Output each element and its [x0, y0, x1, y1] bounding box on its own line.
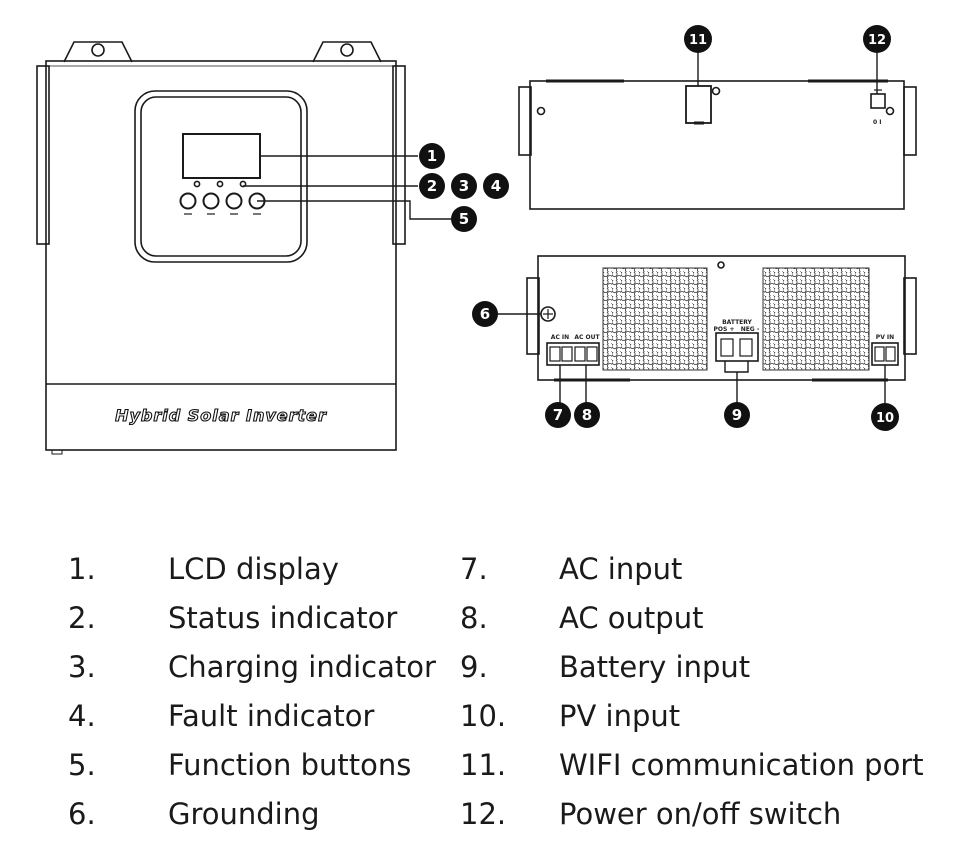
pv-in-label: PV IN: [876, 334, 894, 341]
front-panel: [45, 60, 397, 451]
legend-item: 10. PV input: [460, 692, 924, 741]
legend-number: 9.: [460, 650, 488, 684]
legend-label: Fault indicator: [168, 699, 375, 733]
function-button-esc: [179, 192, 197, 210]
legend-number: 2.: [68, 601, 96, 635]
svg-text:8: 8: [582, 406, 592, 424]
callout-11: 11: [684, 25, 712, 53]
callout-10: 10: [871, 403, 899, 431]
legend-number: 5.: [68, 748, 96, 782]
battery-neg-label: NEG -: [741, 326, 760, 333]
legend-item: 6. Grounding: [68, 790, 436, 839]
mounting-ear-left: [63, 41, 133, 63]
legend-number: 6.: [68, 797, 96, 831]
svg-text:2: 2: [427, 177, 437, 195]
legend-number: 8.: [460, 601, 488, 635]
svg-text:0 I: 0 I: [873, 119, 882, 126]
svg-text:1: 1: [427, 147, 437, 165]
ac-in-label: AC IN: [551, 334, 569, 341]
legend-label: WIFI communication port: [559, 748, 924, 782]
legend-label: Grounding: [168, 797, 320, 831]
svg-text:4: 4: [491, 177, 501, 195]
mounting-ear-right: [312, 41, 382, 63]
status-led: [193, 180, 201, 188]
callout-4: 4: [483, 173, 509, 199]
inverter-diagram: Hybrid Solar Inverter 0 I: [36, 25, 917, 455]
callout-1: 1: [419, 143, 445, 169]
top-view: 0 I: [518, 52, 917, 210]
legend-number: 12.: [460, 797, 507, 831]
svg-text:5: 5: [459, 210, 469, 228]
legend-number: 7.: [460, 552, 488, 586]
legend-label: Power on/off switch: [559, 797, 842, 831]
fan-grille-left: [602, 267, 708, 371]
wifi-port: [685, 85, 712, 124]
callout-8: 8: [574, 402, 600, 428]
battery-label: BATTERY: [722, 319, 752, 326]
svg-text:10: 10: [876, 411, 894, 426]
callout-9: 9: [724, 402, 750, 428]
svg-text:12: 12: [868, 33, 886, 48]
callout-6: 6: [472, 301, 498, 327]
callout-2: 2: [419, 173, 445, 199]
legend-label: AC output: [559, 601, 704, 635]
front-view: [36, 41, 452, 455]
legend-item: 1. LCD display: [68, 545, 436, 594]
legend-item: 3. Charging indicator: [68, 643, 436, 692]
legend-label: Function buttons: [168, 748, 412, 782]
callout-5: 5: [451, 206, 477, 232]
legend-label: PV input: [559, 699, 681, 733]
legend-label: Status indicator: [168, 601, 398, 635]
lcd-display: [182, 133, 261, 179]
svg-text:9: 9: [732, 406, 742, 424]
svg-text:7: 7: [553, 406, 563, 424]
legend-left: 1. LCD display 2. Status indicator 3. Charg…: [68, 545, 436, 839]
svg-text:3: 3: [459, 177, 469, 195]
charging-led: [216, 180, 224, 188]
legend-number: 1.: [68, 552, 96, 586]
bottom-panel: [537, 255, 906, 381]
legend-number: 11.: [460, 748, 507, 782]
legend-item: 11. WIFI communication port: [460, 741, 924, 790]
svg-text:11: 11: [689, 33, 707, 48]
legend-item: 8. AC output: [460, 594, 924, 643]
callout-3: 3: [451, 173, 477, 199]
legend-label: Battery input: [559, 650, 751, 684]
ac-terminal-block: [546, 342, 600, 366]
legend-label: LCD display: [168, 552, 339, 586]
legend-number: 10.: [460, 699, 507, 733]
battery-terminal-block: [715, 332, 759, 362]
legend-item: 7. AC input: [460, 545, 924, 594]
legend-label: Charging indicator: [168, 650, 436, 684]
callout-7: 7: [545, 402, 571, 428]
legend-item: 12. Power on/off switch: [460, 790, 924, 839]
legend-number: 3.: [68, 650, 96, 684]
fan-grille-right: [762, 267, 870, 371]
legend-right: 7. AC input 8. AC output 9. Battery input 1…: [460, 545, 924, 839]
svg-text:6: 6: [480, 305, 490, 323]
ac-out-label: AC OUT: [574, 334, 600, 341]
mounting-hole-right: [340, 43, 354, 57]
legend-item: 2. Status indicator: [68, 594, 436, 643]
top-panel: [529, 80, 905, 210]
legend-item: 9. Battery input: [460, 643, 924, 692]
legend-label: AC input: [559, 552, 683, 586]
callout-12: 12: [863, 25, 891, 53]
bottom-view: [497, 255, 917, 405]
mounting-hole-left: [91, 43, 105, 57]
brand-label: Hybrid Solar Inverter: [115, 406, 327, 425]
legend-item: 4. Fault indicator: [68, 692, 436, 741]
legend-number: 4.: [68, 699, 96, 733]
function-button-up: [202, 192, 220, 210]
battery-pos-label: POS +: [714, 326, 735, 333]
power-switch: [870, 93, 886, 109]
legend-item: 5. Function buttons: [68, 741, 436, 790]
pv-terminal-block: [871, 342, 899, 366]
function-button-down: [225, 192, 243, 210]
